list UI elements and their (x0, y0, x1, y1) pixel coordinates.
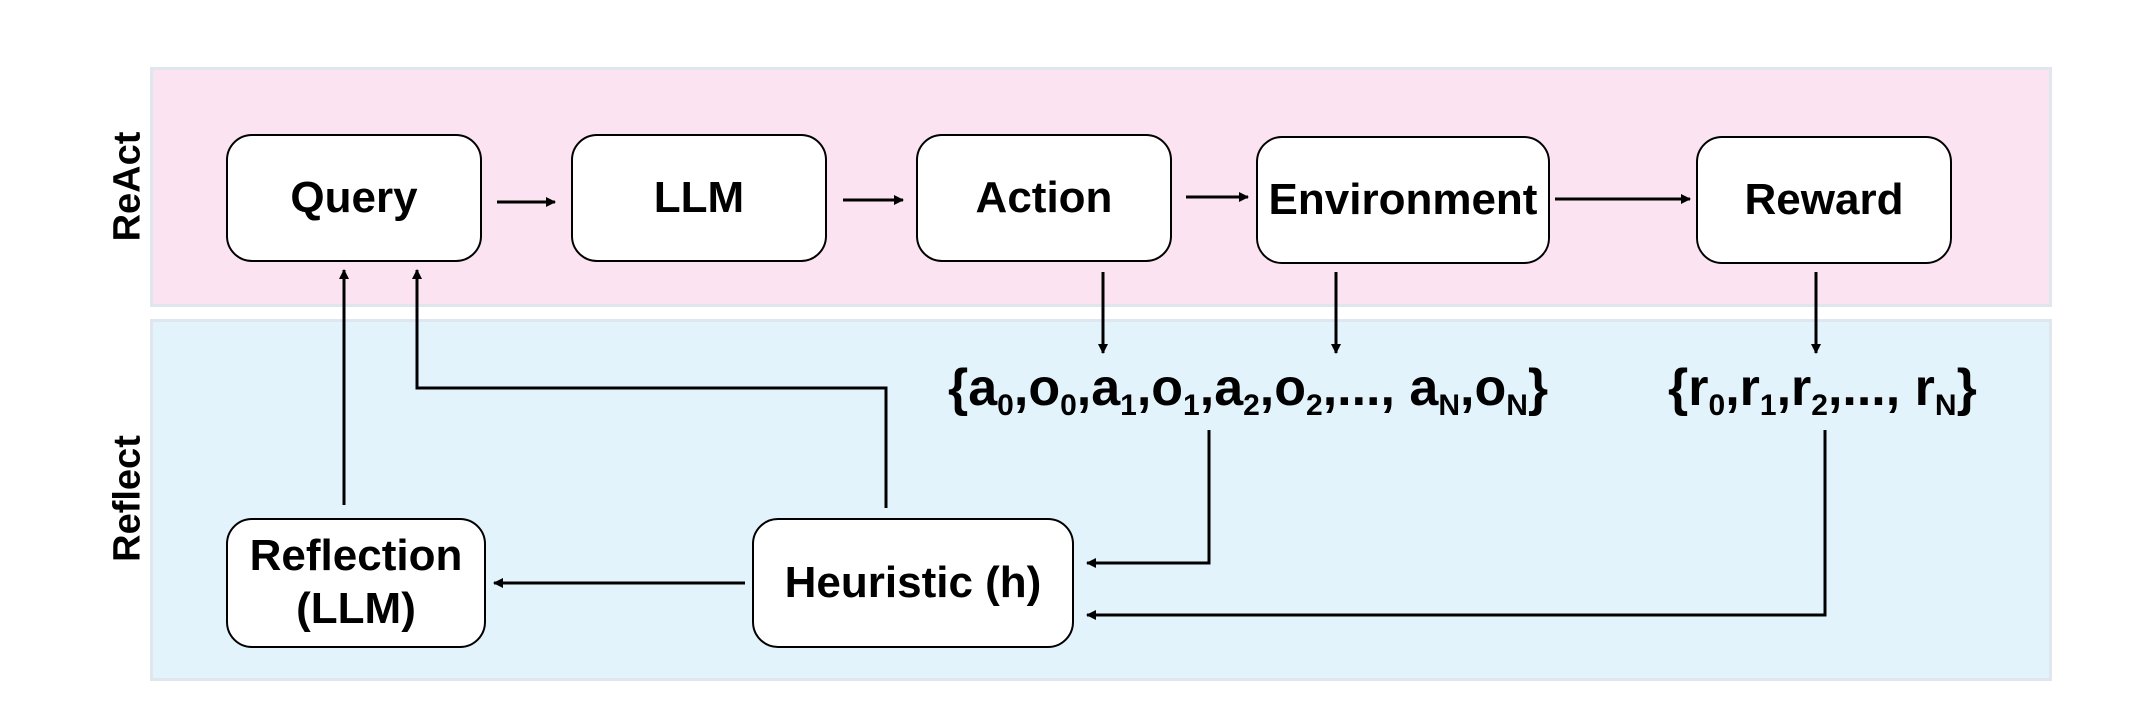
arrow-heuristic-to-query (412, 269, 888, 508)
environment-node: Environment (1256, 136, 1550, 264)
rewards-ellipsis: ,..., (1827, 359, 1915, 417)
rewards-r2: r (1791, 359, 1812, 417)
action-label: Action (975, 172, 1113, 222)
trajectory-a2: a (1214, 359, 1244, 417)
rewards-r1: r (1739, 359, 1760, 417)
trajectory-o1-sub: 1 (1183, 389, 1200, 422)
trajectory-sequence: {a0,o0,a1,o1,a2,o2,..., aN,oN} (948, 359, 1549, 422)
rewards-r2-sub: 2 (1811, 389, 1828, 422)
trajectory-aN: a (1409, 359, 1439, 417)
query-node: Query (226, 134, 482, 262)
trajectory-aN-sub: N (1438, 389, 1460, 422)
trajectory-o1: o (1151, 359, 1184, 417)
llm-node: LLM (571, 134, 827, 262)
reflection-label-line1: Reflection (249, 531, 463, 581)
arrow-rewards-to-heuristic (1086, 430, 1827, 620)
arrow-trajectory-to-heuristic (1086, 430, 1211, 568)
environment-label: Environment (1268, 174, 1538, 224)
trajectory-oN: o (1474, 359, 1507, 417)
reward-node: Reward (1696, 136, 1952, 264)
rewards-rN-sub: N (1934, 389, 1957, 422)
trajectory-close-brace: } (1527, 359, 1549, 417)
rewards-r1-sub: 1 (1759, 389, 1777, 422)
trajectory-oN-sub: N (1506, 389, 1528, 422)
trajectory-o2: o (1274, 359, 1307, 417)
trajectory-o0: o (1028, 359, 1061, 417)
rewards-r0-sub: 0 (1708, 389, 1726, 422)
reward-sequence: {r0,r1,r2,..., rN} (1668, 359, 1977, 422)
rewards-open-brace: { (1668, 359, 1689, 417)
rewards-r0: r (1688, 359, 1709, 417)
trajectory-ellipsis: ,..., (1322, 359, 1410, 417)
trajectory-open-brace: { (948, 359, 969, 417)
llm-label: LLM (653, 172, 745, 222)
reflection-label-line2: (LLM) (296, 584, 416, 633)
rewards-close-brace: } (1956, 359, 1977, 417)
trajectory-a0-sub: 0 (997, 389, 1014, 422)
rewards-rN: r (1914, 359, 1935, 417)
heuristic-node: Heuristic (h) (752, 518, 1074, 648)
trajectory-a2-sub: 2 (1243, 389, 1260, 422)
trajectory-o2-sub: 2 (1306, 389, 1323, 422)
heuristic-label: Heuristic (h) (784, 557, 1042, 607)
reflection-node: Reflection (LLM) (226, 518, 486, 648)
trajectory-o0-sub: 0 (1060, 389, 1077, 422)
reward-label: Reward (1744, 174, 1904, 224)
action-node: Action (916, 134, 1172, 262)
trajectory-a1: a (1091, 359, 1121, 417)
query-label: Query (290, 172, 418, 222)
trajectory-a1-sub: 1 (1120, 389, 1137, 422)
trajectory-a0: a (968, 359, 998, 417)
